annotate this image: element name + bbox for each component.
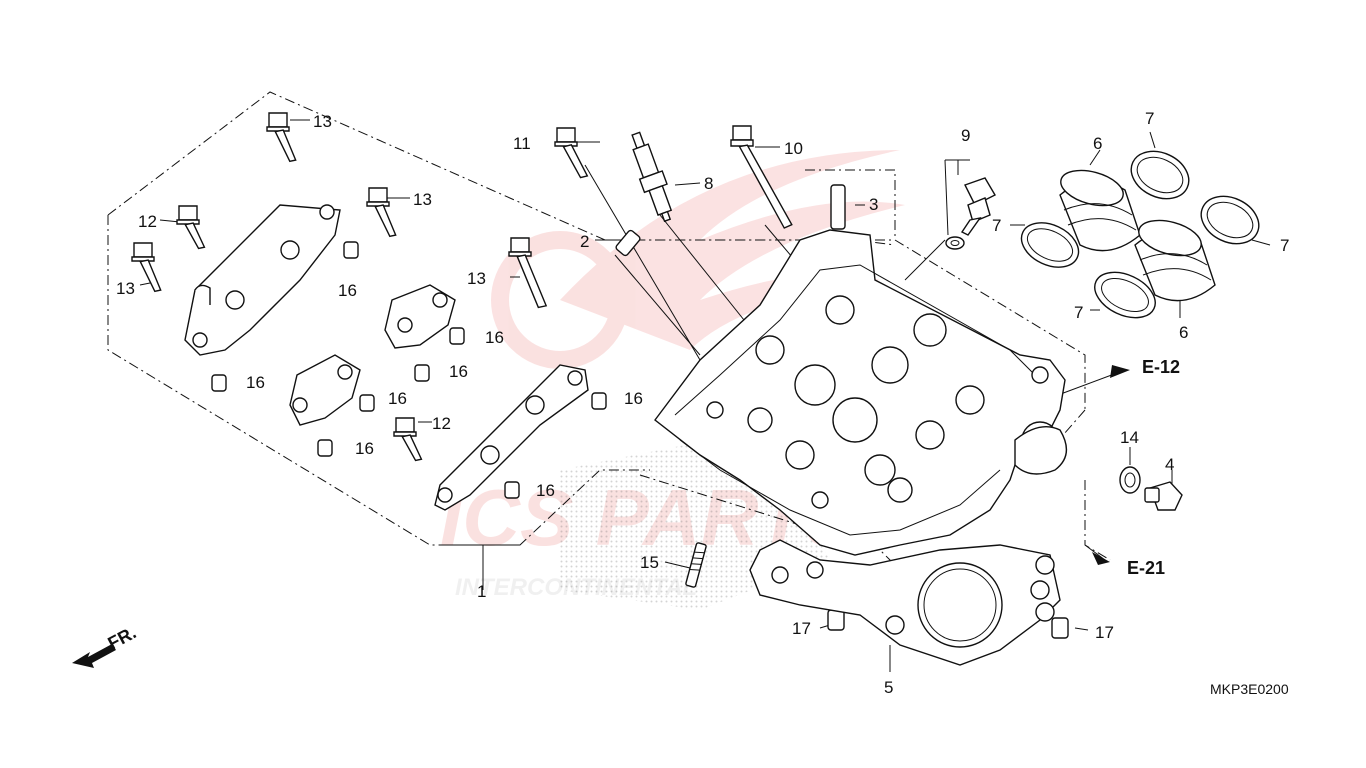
part-label: 16 [355,439,374,458]
camshaft-holder-left [184,204,341,356]
insulator-right [1134,219,1216,302]
bolt-13-top [266,112,297,163]
front-arrow-icon: FR. [72,622,139,668]
part-label: 13 [313,112,332,131]
dowel-16 [211,241,607,499]
bolt-11 [554,127,589,179]
part-label: 6 [1179,323,1188,342]
part-label: 15 [640,553,659,572]
part-label: 8 [704,174,713,193]
part-label: 7 [1074,303,1083,322]
camshaft-holder-mid-a [384,284,456,349]
insulator-left [1059,169,1141,252]
diagram-code: MKP3E0200 [1210,681,1289,697]
ref-e21: E-21 [1127,558,1165,578]
bolt-13-left [131,242,162,293]
part-label: 17 [1095,623,1114,642]
part-label: 5 [884,678,893,697]
cylinder-head [654,229,1068,556]
part-label: 10 [784,139,803,158]
part-label: 16 [338,281,357,300]
head-gasket [749,539,1061,666]
stud-bolt [685,542,707,588]
part-label: 16 [246,373,265,392]
camshaft-holder-mid-b [289,354,361,426]
plug-bolt [1144,481,1183,511]
bolt-10 [730,125,793,229]
part-label: 2 [580,232,589,251]
ref-e12: E-12 [1142,357,1180,377]
part-label: 16 [536,481,555,500]
spark-plug [631,131,673,223]
part-label: 4 [1165,455,1174,474]
part-label: 14 [1120,428,1139,447]
sealing-washer [1119,466,1141,494]
part-label: 7 [1280,236,1289,255]
bolt-13-mid [366,187,397,238]
part-label: 16 [388,389,407,408]
dowel-pin-3 [830,184,846,230]
dowel-pin-2 [615,229,641,257]
part-label: 6 [1093,134,1102,153]
temperature-sensor [945,177,996,250]
part-label: 13 [116,279,135,298]
part-label: 11 [513,134,531,153]
part-label: 7 [1145,109,1154,128]
part-label: 9 [961,126,970,145]
part-label: 17 [792,619,811,638]
bolt-13-center [508,237,548,309]
part-label: 16 [624,389,643,408]
part-label: 13 [413,190,432,209]
part-label: 12 [138,212,157,231]
part-label: 1 [477,582,486,601]
bolt-12-left [176,205,206,250]
part-label: 7 [992,216,1001,235]
camshaft-holder-right [434,364,589,511]
part-label: 16 [449,362,468,381]
part-label: 13 [467,269,486,288]
bolt-12-center [393,417,423,462]
part-label: 16 [485,328,504,347]
part-label: 12 [432,414,451,433]
part-labels: 1 2 3 4 5 6 6 7 7 7 7 8 9 10 11 12 12 13… [116,109,1289,697]
part-label: 3 [869,195,878,214]
hose-band [1020,150,1260,319]
